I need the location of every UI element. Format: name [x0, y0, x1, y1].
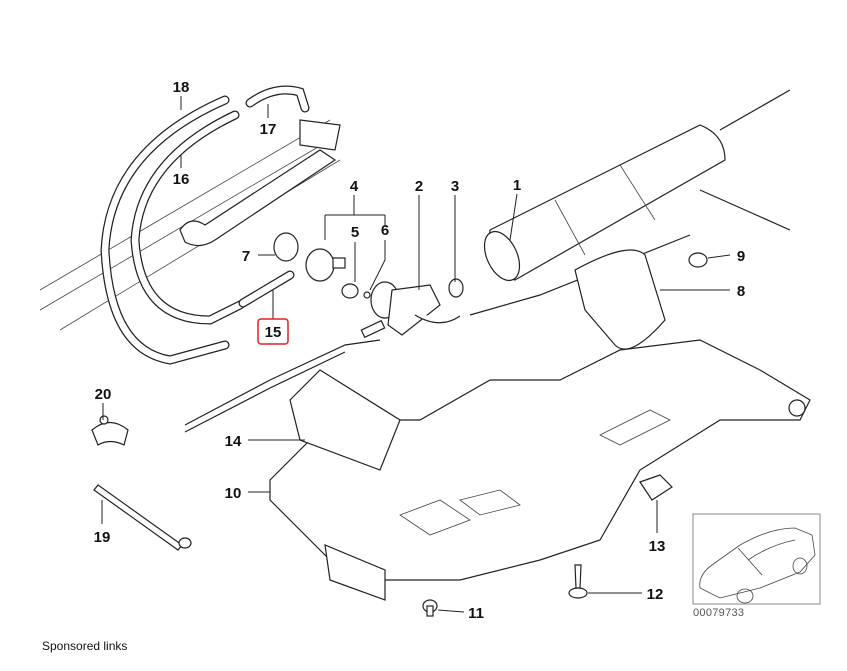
callout-19[interactable]: 19: [94, 529, 111, 546]
callout-17[interactable]: 17: [260, 121, 277, 138]
clip-13: [639, 474, 673, 501]
screw-12: [568, 564, 588, 599]
fuel-damper-2: [360, 278, 464, 339]
callout-12[interactable]: 12: [647, 586, 664, 603]
callout-4[interactable]: 4: [350, 178, 359, 195]
callout-11[interactable]: 11: [468, 605, 484, 622]
callout-7[interactable]: 7: [242, 248, 250, 265]
callout-16[interactable]: 16: [173, 171, 190, 188]
callout-6[interactable]: 6: [381, 222, 389, 239]
callout-14[interactable]: 14: [225, 433, 242, 450]
screw-11: [422, 599, 438, 617]
callout-8[interactable]: 8: [737, 283, 745, 300]
pressure-regulator-4: [273, 232, 371, 299]
image-number: 00079733: [693, 607, 745, 619]
callout-labels: 18 17 16 4 2 3 1 5 6 7 9 8 15 20 14 10 1…: [94, 79, 746, 622]
callout-15[interactable]: 15: [265, 324, 282, 341]
callout-9[interactable]: 9: [737, 248, 745, 265]
highlight-box-15: [257, 318, 289, 345]
hose-15: [238, 270, 295, 308]
underbody-plate-10: [269, 339, 811, 601]
callout-5[interactable]: 5: [351, 224, 359, 241]
bracket-8: [574, 249, 708, 350]
sponsored-links[interactable]: Sponsored links: [42, 639, 128, 653]
leader-lines: [101, 96, 731, 613]
callout-2[interactable]: 2: [415, 178, 423, 195]
callout-10[interactable]: 10: [225, 485, 242, 502]
clip-20: [91, 415, 129, 446]
callout-13[interactable]: 13: [649, 538, 666, 555]
cable-tie-19: [93, 484, 192, 551]
hose-17: [245, 85, 310, 113]
hose-16: [130, 110, 245, 325]
hose-18: [100, 95, 230, 365]
heat-shield-14: [289, 369, 401, 471]
vehicle-thumbnail: [692, 513, 821, 605]
fuel-filter-1: [483, 89, 791, 282]
callout-18[interactable]: 18: [173, 79, 190, 96]
callout-20[interactable]: 20: [95, 386, 112, 403]
callout-1[interactable]: 1: [513, 177, 521, 194]
fuel-rail-lines: [39, 119, 341, 331]
callout-3[interactable]: 3: [451, 178, 459, 195]
